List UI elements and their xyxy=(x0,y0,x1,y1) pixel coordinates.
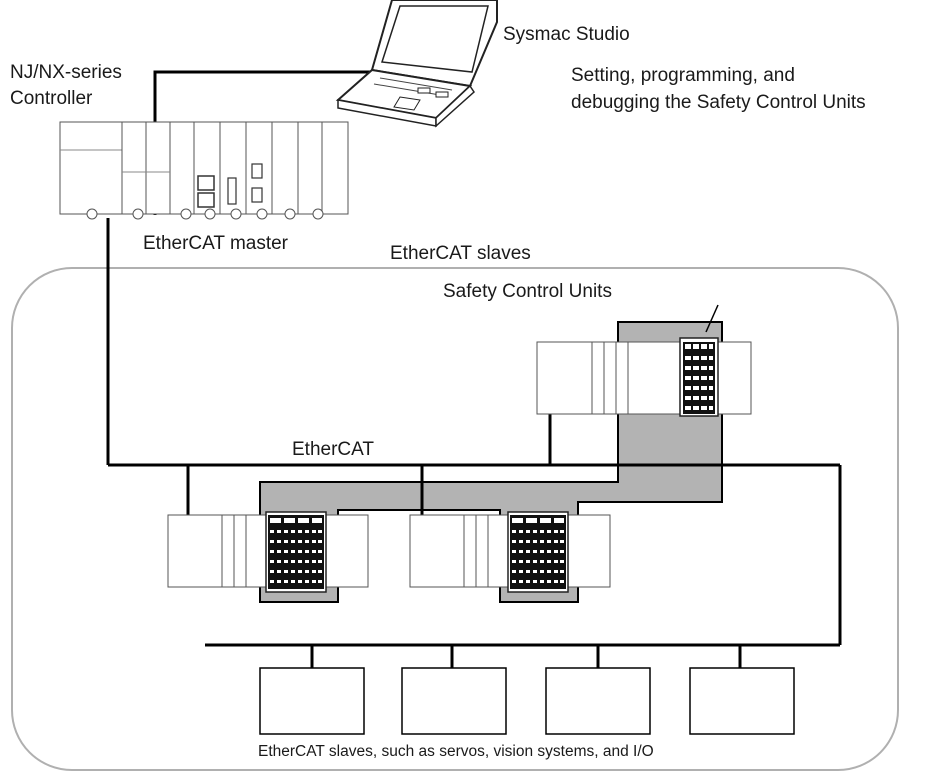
controller-label-line2: Controller xyxy=(10,88,93,109)
ethercat-master-label: EtherCAT master xyxy=(143,233,289,254)
terminal-block-icon xyxy=(510,515,566,589)
terminal-block-icon xyxy=(268,515,324,589)
other-slaves-label: EtherCAT slaves, such as servos, vision … xyxy=(258,743,654,760)
plc-controller-icon xyxy=(59,121,349,220)
controller-label-line1: NJ/NX-series xyxy=(10,62,122,83)
terminal-block-icon xyxy=(683,342,715,414)
safety-slave-top xyxy=(536,337,752,417)
ethercat-bus-label: EtherCAT xyxy=(292,439,374,460)
safety-control-units-label: Safety Control Units xyxy=(443,281,612,302)
sysmac-studio-label: Sysmac Studio xyxy=(503,24,630,45)
sysmac-description-line1: Setting, programming, and xyxy=(571,65,795,86)
network-lines xyxy=(106,70,842,668)
ethercat-slaves-region xyxy=(11,267,899,771)
slave-box-3 xyxy=(545,667,651,735)
sysmac-description-line2: debugging the Safety Control Units xyxy=(571,92,866,113)
safety-label-pointer xyxy=(705,304,719,333)
slave-box-2 xyxy=(401,667,507,735)
slave-box-4 xyxy=(689,667,795,735)
ethercat-slaves-label: EtherCAT slaves xyxy=(390,243,531,264)
laptop-icon xyxy=(335,0,498,128)
slave-box-1 xyxy=(259,667,365,735)
